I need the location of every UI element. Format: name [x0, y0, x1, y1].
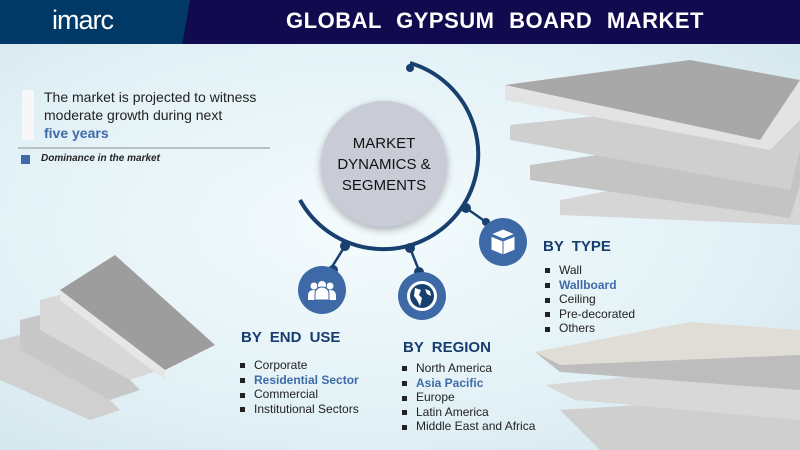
legend-swatch — [21, 155, 30, 164]
list-item: Europe — [402, 390, 535, 405]
people-icon — [298, 266, 346, 314]
list-item: Ceiling — [545, 292, 635, 307]
list-item: Others — [545, 321, 635, 336]
gypsum-boards-bottom-left — [0, 255, 215, 420]
list-item: Pre-decorated — [545, 307, 635, 322]
market-dynamics-circle: MARKET DYNAMICS & SEGMENTS — [321, 101, 447, 227]
list-item: North America — [402, 361, 535, 376]
end-use-list: Corporate Residential Sector Commercial … — [240, 358, 359, 416]
boxes-icon — [479, 218, 527, 266]
legend-label: Dominance in the market — [41, 153, 160, 164]
list-item: Latin America — [402, 405, 535, 420]
list-item: Commercial — [240, 387, 359, 402]
projection-text: The market is projected to witness moder… — [44, 88, 256, 142]
center-line3: SEGMENTS — [341, 176, 427, 194]
list-item: Middle East and Africa — [402, 419, 535, 434]
center-line2: DYNAMICS & — [337, 155, 431, 173]
region-list: North America Asia Pacific Europe Latin … — [402, 361, 535, 434]
quote-bar — [22, 90, 34, 140]
list-item: Institutional Sectors — [240, 402, 359, 417]
divider — [18, 147, 270, 149]
page-title: GLOBAL GYPSUM BOARD MARKET — [286, 8, 704, 33]
list-item: Wallboard — [545, 278, 635, 293]
projection-line2: moderate growth during next — [44, 107, 223, 123]
imarc-logo: imarc — [52, 5, 114, 35]
type-list: Wall Wallboard Ceiling Pre-decorated Oth… — [545, 263, 635, 336]
center-line1: MARKET — [352, 134, 416, 152]
globe-icon — [398, 272, 446, 320]
list-item: Wall — [545, 263, 635, 278]
list-item: Residential Sector — [240, 373, 359, 388]
gypsum-boards-top-right — [505, 60, 800, 225]
projection-line1: The market is projected to witness — [44, 89, 257, 105]
gypsum-boards-bottom-right — [535, 322, 800, 450]
list-item: Corporate — [240, 358, 359, 373]
projection-highlight: five years — [44, 125, 109, 141]
logo-panel — [0, 0, 190, 44]
region-heading: BY REGION — [403, 339, 491, 356]
list-item: Asia Pacific — [402, 376, 535, 391]
type-heading: BY TYPE — [543, 238, 611, 255]
end-use-heading: BY END USE — [241, 329, 341, 346]
